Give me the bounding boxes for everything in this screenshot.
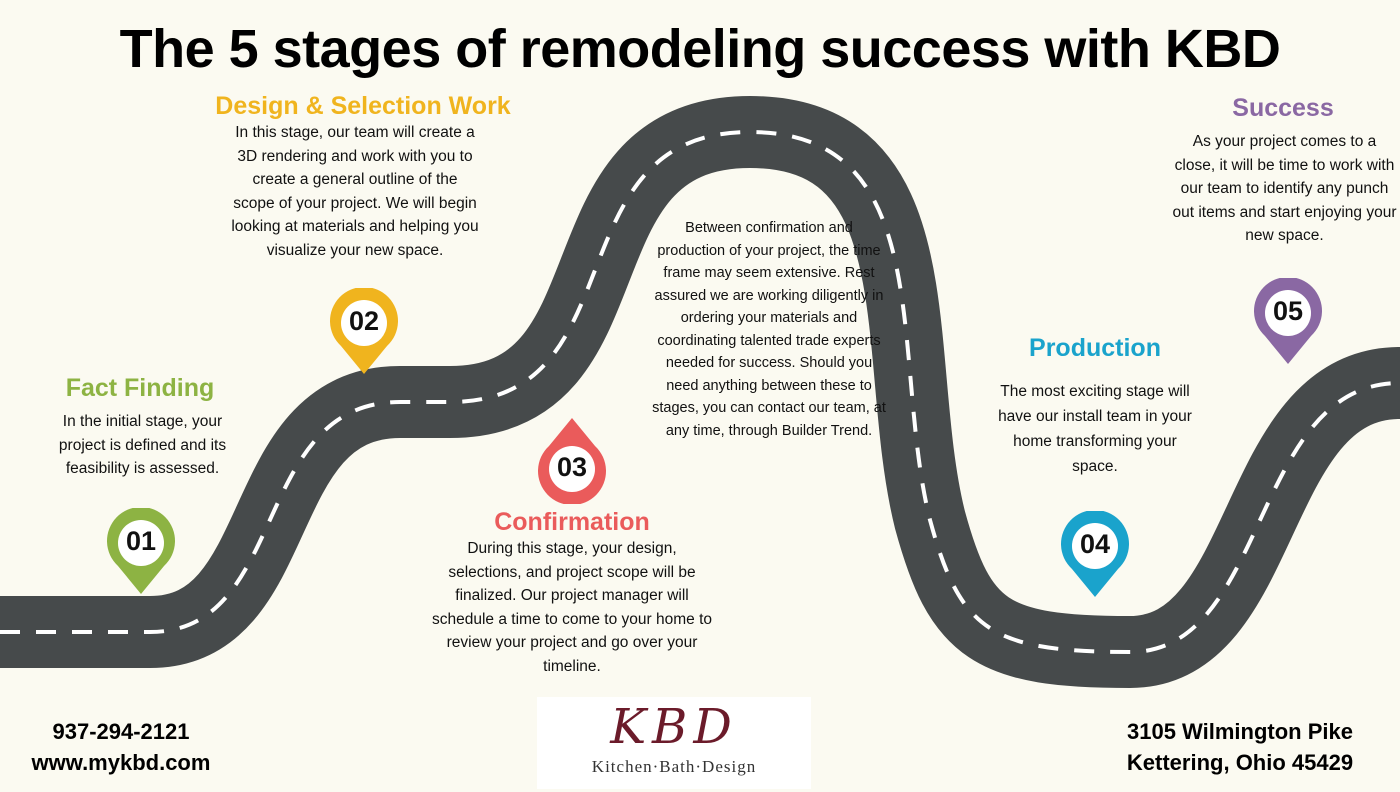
phone-number[interactable]: 937-294-2121 <box>52 719 190 744</box>
stage-1-pin: 01 <box>106 506 176 596</box>
map-pin-icon <box>107 506 175 594</box>
page-title: The 5 stages of remodeling success with … <box>119 19 1281 79</box>
stage-4-pin: 04 <box>1060 509 1130 599</box>
kbd-logo: KBD Kitchen·Bath·Design <box>537 697 811 789</box>
between-stages-note: Between confirmation and production of y… <box>652 220 886 439</box>
stage-5-number: 05 <box>1272 296 1304 326</box>
stage-4-title: Production <box>1029 334 1161 362</box>
stage-2-number: 02 <box>348 306 380 336</box>
map-pin-icon <box>330 286 398 374</box>
map-pin-icon <box>1254 276 1322 364</box>
stage-4-number: 04 <box>1079 529 1111 559</box>
map-pin-icon <box>1061 509 1129 597</box>
logo-mark: KBD <box>610 699 738 755</box>
stage-3-number: 03 <box>556 452 588 482</box>
stage-5-description: As your project comes to a close, it wil… <box>1172 133 1397 244</box>
stage-4-description: The most exciting stage will have our in… <box>998 383 1192 475</box>
stage-2-title: Design & Selection Work <box>215 92 511 120</box>
stage-3-description: During this stage, your design, selectio… <box>432 540 713 675</box>
road-center-line <box>0 129 1400 655</box>
stage-2-pin: 02 <box>329 286 399 376</box>
logo-tagline: Kitchen·Bath·Design <box>591 757 757 776</box>
stage-3-pin: 03 <box>537 416 607 506</box>
website-link[interactable]: www.mykbd.com <box>31 750 211 775</box>
stage-5-pin: 05 <box>1253 276 1323 366</box>
stage-1-number: 01 <box>125 526 157 556</box>
address-block: 3105 Wilmington Pike Kettering, Ohio 454… <box>1100 716 1380 778</box>
drop-pin-icon <box>538 418 606 506</box>
stage-2-description: In this stage, our team will create a 3D… <box>231 124 479 259</box>
stage-3-title: Confirmation <box>494 508 650 536</box>
address-line-1: 3105 Wilmington Pike <box>1127 719 1353 744</box>
stage-1-title: Fact Finding <box>65 374 215 402</box>
stage-5-title: Success <box>1232 94 1334 122</box>
address-line-2: Kettering, Ohio 45429 <box>1126 750 1354 775</box>
contact-block: 937-294-2121 www.mykbd.com <box>16 716 226 778</box>
stage-1-description: In the initial stage, your project is de… <box>58 413 227 477</box>
